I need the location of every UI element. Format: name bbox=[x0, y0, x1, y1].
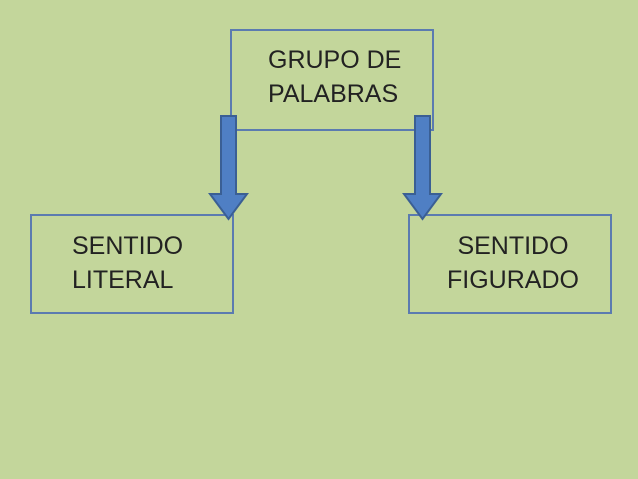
node-grupo-de-palabras: GRUPO DE PALABRAS bbox=[230, 29, 434, 131]
node-label-line-2: FIGURADO bbox=[447, 265, 579, 294]
node-label-line-1: GRUPO DE bbox=[268, 46, 402, 74]
node-label-line-1: SENTIDO bbox=[457, 232, 569, 260]
node-label-line-1: SENTIDO bbox=[72, 232, 184, 260]
arrow-down-right-icon bbox=[402, 115, 443, 221]
node-label-line-2: PALABRAS bbox=[268, 79, 399, 108]
node-sentido-literal: SENTIDO LITERAL bbox=[30, 214, 234, 314]
node-sentido-figurado: SENTIDO FIGURADO bbox=[408, 214, 612, 314]
arrow-down-left-icon bbox=[208, 115, 249, 221]
node-label-line-2: LITERAL bbox=[72, 265, 174, 294]
